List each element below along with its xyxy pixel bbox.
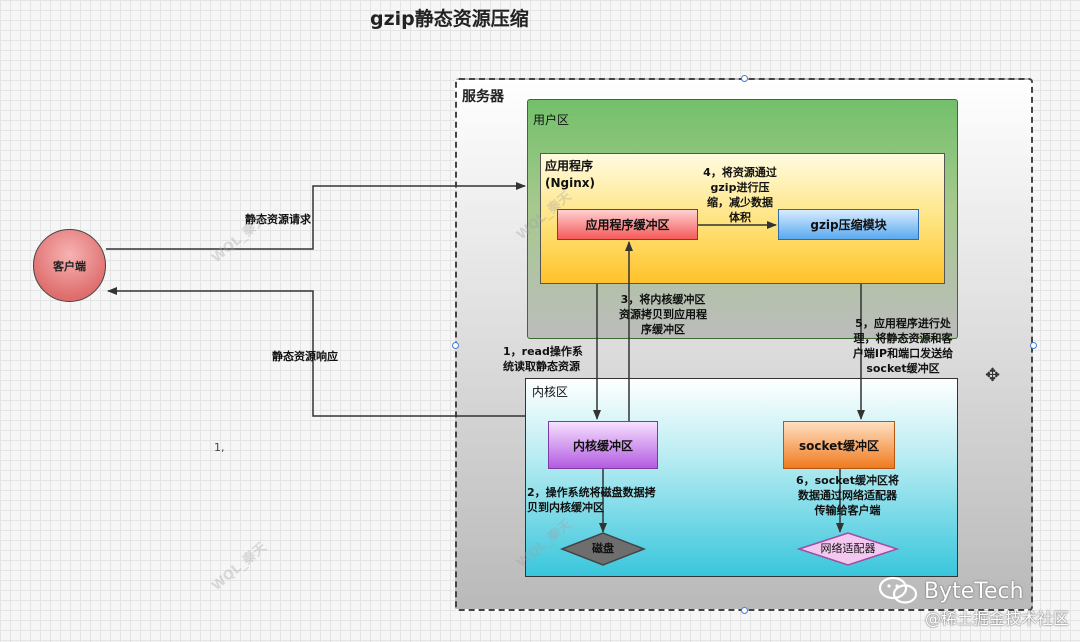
socket-buffer-node[interactable]: socket缓冲区 bbox=[783, 421, 895, 469]
watermark: WQL_秦天 bbox=[209, 540, 270, 595]
selection-handle-top[interactable] bbox=[741, 75, 748, 82]
step3-label: 3，将内核缓冲区 资源拷贝到应用程 序缓冲区 bbox=[603, 292, 723, 337]
step4-line3: 缩，减少数据 bbox=[707, 196, 773, 209]
brand-subtitle: @稀土掘金技术社区 bbox=[925, 609, 1070, 628]
server-label: 服务器 bbox=[462, 89, 504, 105]
brand-name: ByteTech bbox=[924, 578, 1024, 604]
application-label-line1: 应用程序 bbox=[545, 159, 594, 173]
watermark: WQL_秦天 bbox=[209, 212, 270, 267]
step5-line2: 理，将静态资源和客 bbox=[853, 332, 953, 345]
step6-label: 6，socket缓冲区将 数据通过网络适配器 传输给客户端 bbox=[785, 473, 910, 518]
kernel-zone-label: 内核区 bbox=[532, 385, 569, 399]
application-label: 应用程序 (Nginx) bbox=[545, 158, 595, 192]
step6-line1: 6，socket缓冲区将 bbox=[795, 474, 900, 487]
step3-line3: 序缓冲区 bbox=[641, 323, 685, 336]
step4-line2: gzip进行压 bbox=[710, 181, 770, 194]
request-label: 静态资源请求 bbox=[245, 213, 311, 226]
user-zone-label: 用户区 bbox=[533, 113, 570, 127]
step1-label: 1，read操作系 统读取静态资源 bbox=[503, 344, 583, 374]
step4-label: 4，将资源通过 gzip进行压 缩，减少数据 体积 bbox=[690, 165, 790, 225]
kernel-buffer-node[interactable]: 内核缓冲区 bbox=[548, 421, 658, 469]
step1-line2: 统读取静态资源 bbox=[503, 360, 580, 373]
step3-line1: 3，将内核缓冲区 bbox=[620, 293, 706, 306]
step4-line1: 4，将资源通过 bbox=[703, 166, 777, 179]
step3-line2: 资源拷贝到应用程 bbox=[619, 308, 707, 321]
kernel-buffer-label: 内核缓冲区 bbox=[572, 438, 633, 453]
gzip-module-node[interactable]: gzip压缩模块 bbox=[778, 209, 919, 240]
response-label: 静态资源响应 bbox=[272, 350, 338, 363]
step2-label: 2，操作系统将磁盘数据拷 贝到内核缓冲区 bbox=[527, 485, 656, 515]
step6-line2: 数据通过网络适配器 bbox=[798, 489, 897, 502]
step1-line1: 1，read操作系 bbox=[503, 345, 583, 358]
move-icon[interactable]: ✥ bbox=[985, 365, 1001, 386]
wechat-icon bbox=[878, 576, 918, 604]
disk-label: 磁盘 bbox=[592, 542, 614, 555]
nic-label: 网络适配器 bbox=[820, 542, 876, 555]
selection-handle-right[interactable] bbox=[1030, 342, 1037, 349]
app-buffer-node[interactable]: 应用程序缓冲区 bbox=[557, 209, 698, 240]
step6-line3: 传输给客户端 bbox=[814, 504, 881, 517]
gzip-module-label: gzip压缩模块 bbox=[810, 218, 887, 232]
step5-label: 5，应用程序进行处 理，将静态资源和客 户端IP和端口发送给 socket缓冲区 bbox=[838, 316, 968, 376]
stray-note: 1, bbox=[214, 441, 225, 454]
step2-line2: 贝到内核缓冲区 bbox=[527, 501, 604, 514]
step5-line1: 5，应用程序进行处 bbox=[855, 317, 951, 330]
client-label: 客户端 bbox=[53, 259, 86, 273]
step5-line4: socket缓冲区 bbox=[866, 362, 940, 375]
selection-handle-left[interactable] bbox=[452, 342, 459, 349]
step4-line4: 体积 bbox=[729, 211, 751, 224]
selection-handle-bottom[interactable] bbox=[741, 607, 748, 614]
app-buffer-label: 应用程序缓冲区 bbox=[585, 218, 670, 232]
client-node[interactable]: 客户端 bbox=[33, 229, 106, 302]
diagram-title: gzip静态资源压缩 bbox=[370, 8, 529, 30]
step2-line1: 2，操作系统将磁盘数据拷 bbox=[527, 486, 656, 499]
application-label-line2: (Nginx) bbox=[545, 176, 595, 190]
socket-buffer-label: socket缓冲区 bbox=[798, 438, 880, 453]
step5-line3: 户端IP和端口发送给 bbox=[852, 347, 954, 360]
brand-badge: ByteTech bbox=[878, 575, 1024, 607]
